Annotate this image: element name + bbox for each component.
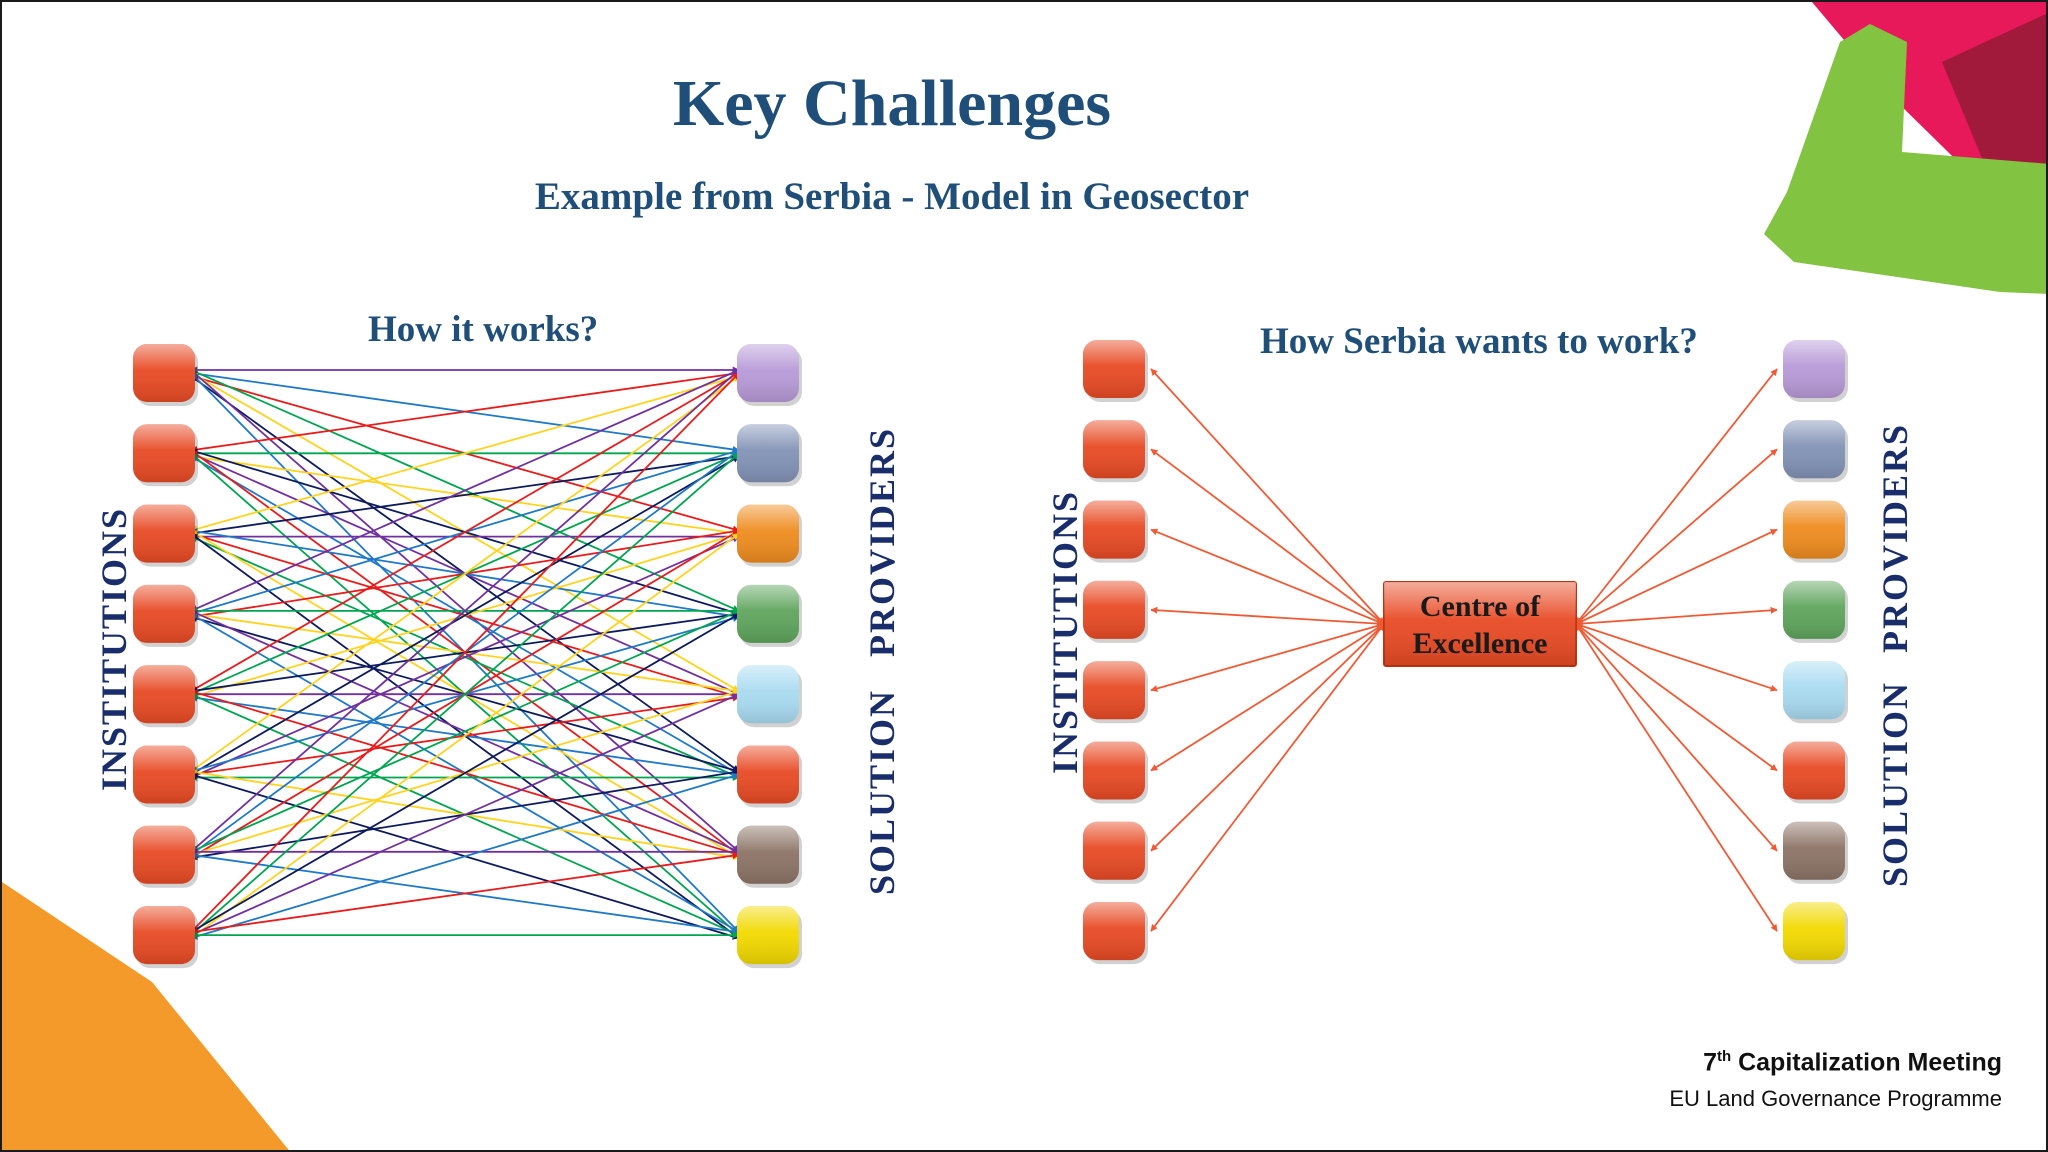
left-institution-node (133, 906, 198, 969)
left-provider-node (737, 745, 802, 808)
right-provider-node (1783, 821, 1848, 884)
institution-arrow (1150, 623, 1385, 932)
right-institutions-label: INSTITUTIONS (1045, 489, 1085, 775)
left-provider-node (737, 504, 802, 567)
left-institution-node (133, 504, 198, 567)
right-solution-label: SOLUTION (1875, 680, 1915, 888)
right-provider-node (1783, 661, 1848, 724)
right-provider-node (1783, 340, 1848, 402)
left-institution-node (133, 665, 198, 728)
left-institution-node (133, 344, 198, 406)
right-institution-node (1083, 420, 1148, 483)
link-arrow (190, 852, 740, 935)
left-link-network (190, 366, 740, 940)
right-provider-node (1783, 902, 1848, 965)
institution-arrow (1150, 528, 1385, 625)
institution-arrow (1150, 368, 1385, 625)
provider-arrow (1575, 623, 1778, 932)
left-provider-node (737, 584, 802, 647)
right-provider-node (1783, 420, 1848, 483)
provider-arrow (1575, 606, 1778, 628)
left-institution-node (133, 584, 198, 647)
right-institution-node (1083, 340, 1148, 402)
institution-arrow (1150, 448, 1385, 625)
right-star-network (1150, 368, 1778, 932)
left-institutions-label: INSTITUTIONS (94, 506, 134, 792)
left-provider-node (737, 906, 802, 969)
institution-arrow (1150, 606, 1385, 628)
page-subtitle: Example from Serbia - Model in Geosector (534, 175, 1250, 218)
left-provider-node (737, 344, 802, 406)
provider-arrow (1575, 623, 1778, 772)
left-providers-label: PROVIDERS (862, 426, 902, 658)
left-institution-node (133, 424, 198, 487)
right-providers-label: PROVIDERS (1875, 422, 1915, 654)
right-institution-node (1083, 580, 1148, 643)
right-provider-node (1783, 580, 1848, 643)
page-title: Key Challenges (672, 67, 1112, 140)
provider-arrow (1575, 448, 1778, 625)
left-provider-node (737, 424, 802, 487)
right-institution-node (1083, 902, 1148, 965)
footer-programme: EU Land Governance Programme (1669, 1086, 2002, 1111)
right-institution-node (1083, 500, 1148, 563)
decor-corner-top-right (1764, 2, 2046, 294)
decor-corner-bottom-left (2, 882, 289, 1150)
right-diagram-caption: How Serbia wants to work? (1260, 321, 1698, 362)
right-provider-node (1783, 500, 1848, 563)
right-institution-node (1083, 821, 1148, 884)
left-provider-node (737, 825, 802, 888)
node-layer (133, 340, 1848, 969)
provider-arrow (1575, 368, 1778, 625)
centre-line-2: Excellence (1413, 627, 1548, 660)
left-solution-label: SOLUTION (862, 688, 902, 896)
left-institution-node (133, 825, 198, 888)
right-institution-node (1083, 661, 1148, 724)
institution-arrow (1150, 623, 1385, 772)
right-provider-node (1783, 741, 1848, 804)
left-institution-node (133, 745, 198, 808)
centre-line-1: Centre of (1420, 590, 1541, 623)
left-provider-node (737, 665, 802, 728)
centre-of-excellence-box: Centre of Excellence (1383, 581, 1577, 667)
provider-arrow (1575, 528, 1778, 625)
right-institution-node (1083, 741, 1148, 804)
left-diagram-caption: How it works? (368, 309, 599, 350)
footer-meeting-title: 7th Capitalization Meeting (1703, 1048, 2002, 1077)
